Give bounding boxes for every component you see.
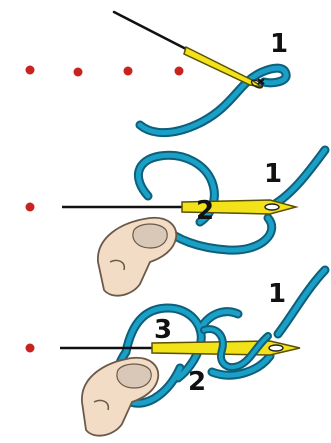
stitch-dot-icon (26, 203, 35, 212)
step-2-number-label-1: 1 (264, 159, 282, 189)
step-3: 1 3 2 (26, 270, 326, 436)
stitch-dot-icon (26, 66, 35, 75)
finger-icon (98, 218, 176, 296)
needle-icon (62, 200, 296, 214)
stitch-dot-icon (124, 67, 133, 76)
step-3-number-label-3: 3 (154, 315, 172, 345)
step-2-number-label-2: 2 (196, 196, 214, 226)
step-3-number-label-2: 2 (188, 367, 206, 397)
step-2: 1 2 (26, 150, 326, 296)
stitch-dot-icon (26, 344, 35, 353)
needle-icon (114, 12, 264, 89)
stitch-dot-icon (74, 68, 83, 77)
step-3-number-label-1: 1 (268, 279, 286, 309)
step-1-number-label: 1 (270, 29, 288, 59)
step-1: 1 (26, 12, 289, 133)
stitch-dot-icon (175, 67, 184, 76)
thread-icon (140, 68, 286, 133)
finger-icon (82, 358, 158, 436)
